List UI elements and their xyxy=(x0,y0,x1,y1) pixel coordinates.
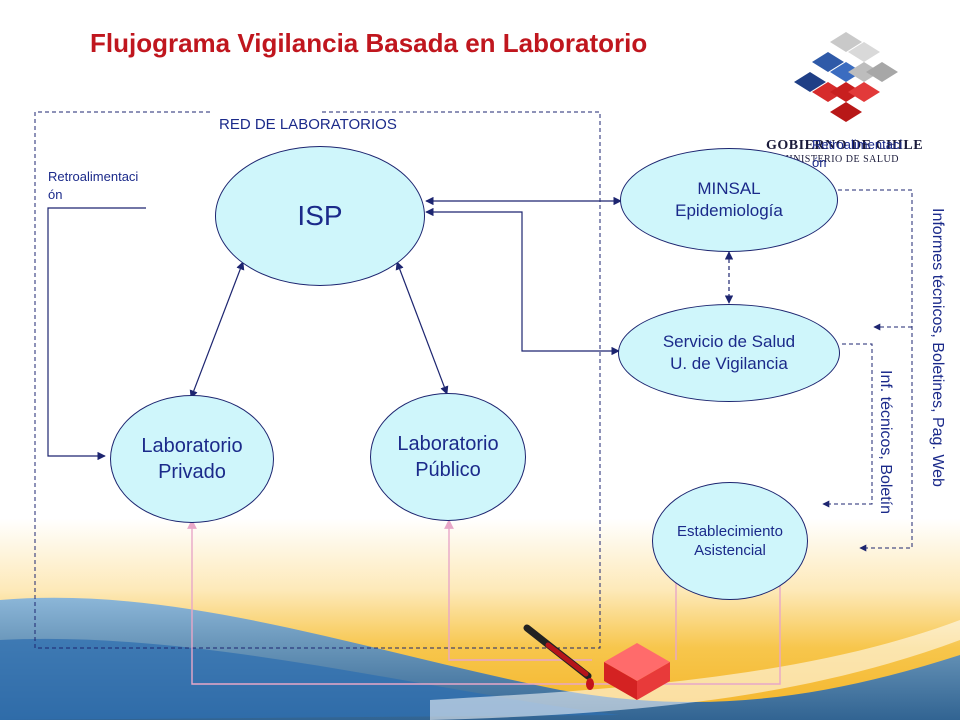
node-lab-publico-line1: Laboratorio xyxy=(397,433,499,455)
dropper-icon xyxy=(523,624,594,690)
government-logo-icon xyxy=(794,32,898,122)
logo-line2: MINISTERIO DE SALUD xyxy=(780,154,899,165)
node-lab-privado: Laboratorio Privado xyxy=(110,395,274,523)
feedback-left-line xyxy=(47,207,146,461)
feedback-left-line1: Retroalimentaci xyxy=(48,169,139,184)
node-servicio-line1: Servicio de Salud xyxy=(662,331,796,351)
reports-outer-label: Informes técnicos, Boletines, Pag. Web xyxy=(929,208,946,487)
feedback-left-label: Retroalimentaci ón xyxy=(48,168,138,203)
node-minsal-line1: MINSAL xyxy=(697,178,761,198)
node-servicio: Servicio de Salud U. de Vigilancia xyxy=(618,304,840,402)
node-minsal: MINSAL Epidemiología xyxy=(620,148,838,252)
logo-line1: GOBIERNO DE CHILE xyxy=(766,138,924,153)
node-lab-privado-line1: Laboratorio xyxy=(141,435,243,457)
node-isp-label: ISP xyxy=(297,199,343,231)
node-servicio-line2: U. de Vigilancia xyxy=(670,354,788,373)
sample-flow-lab-publico xyxy=(444,519,592,661)
node-lab-publico: Laboratorio Público xyxy=(370,393,526,521)
arrow-isp-servicio xyxy=(425,207,620,356)
node-isp: ISP xyxy=(215,146,425,286)
reports-outer-line xyxy=(838,189,913,552)
feedback-left-line2: ón xyxy=(48,186,63,202)
sample-cube-icon xyxy=(604,643,670,700)
page-title: Flujograma Vigilancia Basada en Laborato… xyxy=(90,28,648,58)
node-establecimiento: Establecimiento Asistencial xyxy=(652,482,808,600)
node-lab-privado-line2: Privado xyxy=(158,461,226,483)
network-label: RED DE LABORATORIOS xyxy=(216,116,400,133)
government-logo-text: GOBIERNO DE CHILE MINISTERIO DE SALUD xyxy=(766,138,923,165)
sample-flow-lab-privado xyxy=(187,519,781,685)
reports-inner-label: Inf. técnicos, Boletín xyxy=(877,370,894,515)
feedback-right-line1: Retroalimentaci xyxy=(812,137,903,152)
node-establecimiento-line1: Establecimiento xyxy=(677,522,783,540)
feedback-right-label: Retroalimentaci ón xyxy=(812,136,902,171)
node-lab-publico-line2: Público xyxy=(415,459,481,481)
reports-inner-line xyxy=(822,343,873,508)
network-boundary xyxy=(34,111,601,649)
arrow-isp-lab-publico xyxy=(395,261,449,395)
node-establecimiento-line2: Asistencial xyxy=(694,542,766,559)
arrow-isp-lab-privado xyxy=(189,261,245,399)
feedback-right-line2: ón xyxy=(812,154,827,170)
node-minsal-line2: Epidemiología xyxy=(675,201,783,220)
